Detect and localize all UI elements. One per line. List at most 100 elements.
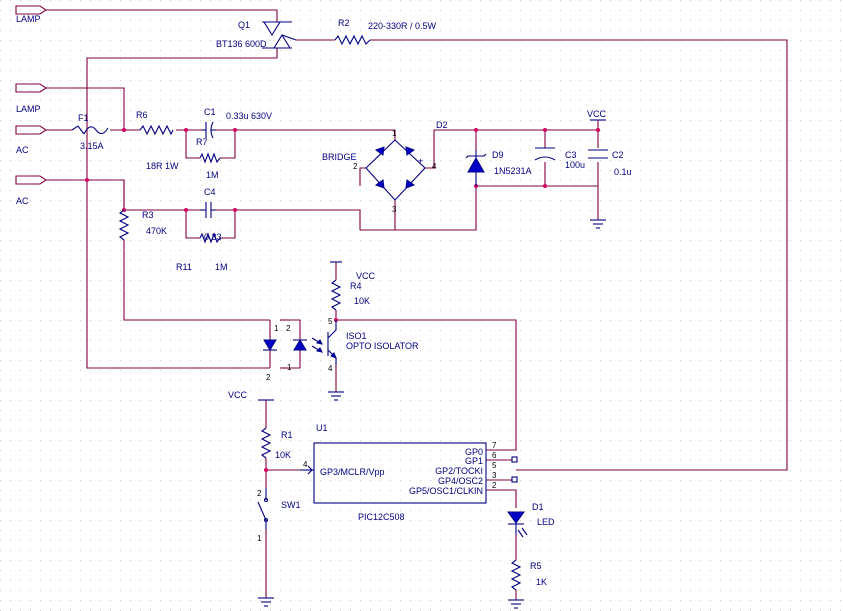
svg-text:C2: C2 xyxy=(612,150,624,160)
svg-text:1M: 1M xyxy=(206,170,219,180)
svg-text:LAMP: LAMP xyxy=(16,14,41,24)
switch-sw1: SW1 2 1 xyxy=(257,488,301,543)
bridge-rectifier: BRIDGE 1 2 3 4 + xyxy=(322,129,437,214)
svg-text:7: 7 xyxy=(492,441,497,450)
svg-text:10K: 10K xyxy=(354,296,370,306)
resistor-r3: R3 470K xyxy=(118,209,167,241)
svg-text:10K: 10K xyxy=(275,450,291,460)
svg-text:GP1: GP1 xyxy=(465,456,483,466)
svg-text:3: 3 xyxy=(392,205,397,214)
microcontroller-u1: U1 PIC12C508 GP3/MCLR/Vpp 4 GP0 GP1 GP2/… xyxy=(300,423,518,522)
svg-text:1: 1 xyxy=(257,534,262,543)
ground-iso xyxy=(328,391,344,401)
svg-text:C1: C1 xyxy=(204,107,216,117)
svg-text:OPTO ISOLATOR: OPTO ISOLATOR xyxy=(346,341,419,351)
svg-text:3.15A: 3.15A xyxy=(80,141,104,151)
svg-text:R6: R6 xyxy=(136,110,148,120)
svg-text:VCC: VCC xyxy=(356,271,376,281)
led-d1: D1 LED xyxy=(507,502,555,538)
svg-text:SW1: SW1 xyxy=(281,500,301,510)
svg-text:GP4/OSC2: GP4/OSC2 xyxy=(438,476,483,486)
svg-text:C3: C3 xyxy=(565,150,577,160)
ground-led xyxy=(508,599,524,609)
svg-text:5: 5 xyxy=(492,461,497,470)
capacitor-c3: C3 100u xyxy=(534,147,585,170)
svg-text:100u: 100u xyxy=(565,160,585,170)
svg-text:4: 4 xyxy=(303,460,308,469)
resistor-r5: R5 1K xyxy=(510,559,547,591)
d2-label: D2 xyxy=(436,120,448,130)
capacitor-c1: C1 0.33u 630V xyxy=(202,107,272,139)
resistor-r1: R1 10K xyxy=(260,427,293,460)
svg-text:GP2/TOCKI: GP2/TOCKI xyxy=(435,466,483,476)
svg-text:R2: R2 xyxy=(338,18,350,28)
svg-text:5: 5 xyxy=(328,317,333,326)
svg-text:2: 2 xyxy=(257,489,262,498)
capacitor-c2: C2 0.1u xyxy=(588,149,632,177)
svg-text:VCC: VCC xyxy=(587,109,607,119)
svg-text:AC: AC xyxy=(16,196,29,206)
resistor-r7: R7 1M xyxy=(196,137,221,180)
svg-text:R4: R4 xyxy=(350,281,362,291)
svg-text:1K: 1K xyxy=(536,577,547,587)
resistor-r11: R11 1M xyxy=(176,232,228,272)
svg-text:470K: 470K xyxy=(146,226,167,236)
fuse-f1: F1 3.15A xyxy=(71,113,109,151)
svg-text:2: 2 xyxy=(286,324,291,333)
svg-text:C4: C4 xyxy=(204,187,216,197)
svg-text:0.1u: 0.1u xyxy=(614,167,632,177)
svg-text:1N5231A: 1N5231A xyxy=(494,166,532,176)
svg-text:1: 1 xyxy=(287,363,292,372)
svg-text:+: + xyxy=(418,156,423,166)
svg-text:1: 1 xyxy=(392,129,397,138)
svg-text:6: 6 xyxy=(492,451,497,460)
svg-text:U1: U1 xyxy=(316,423,328,433)
svg-text:R1: R1 xyxy=(281,430,293,440)
svg-text:GP0: GP0 xyxy=(465,447,483,457)
resistor-r2: R2 220-330R / 0.5W xyxy=(334,18,437,46)
connector-ac2: AC xyxy=(15,175,47,206)
svg-text:1M: 1M xyxy=(215,262,228,272)
svg-text:PIC12C508: PIC12C508 xyxy=(358,512,405,522)
svg-text:220-330R / 0.5W: 220-330R / 0.5W xyxy=(368,21,437,31)
vcc-top: VCC xyxy=(587,109,607,121)
svg-text:Q1: Q1 xyxy=(238,20,250,30)
resistor-r4: VCC R4 10K xyxy=(330,261,376,311)
svg-text:R5: R5 xyxy=(530,561,542,571)
triac-q1: Q1 BT136 600D xyxy=(216,20,297,49)
svg-text:F1: F1 xyxy=(78,113,89,123)
svg-text:GP3/MCLR/Vpp: GP3/MCLR/Vpp xyxy=(320,467,385,477)
svg-text:D1: D1 xyxy=(532,502,544,512)
resistor-r6: R6 18R 1W xyxy=(136,110,179,171)
svg-text:R7: R7 xyxy=(196,137,208,147)
zener-d9: D9 1N5231A xyxy=(465,150,532,186)
svg-text:4: 4 xyxy=(328,364,333,373)
vcc-r1: VCC xyxy=(228,390,274,401)
connector-ac1: AC xyxy=(15,125,47,155)
ground-top xyxy=(590,219,606,229)
svg-text:BRIDGE: BRIDGE xyxy=(322,152,357,162)
ground-sw xyxy=(258,597,274,607)
svg-text:D9: D9 xyxy=(492,150,504,160)
svg-text:GP5/OSC1/CLKIN: GP5/OSC1/CLKIN xyxy=(409,486,483,496)
svg-text:AC: AC xyxy=(16,145,29,155)
svg-text:2: 2 xyxy=(353,162,358,171)
svg-text:R11: R11 xyxy=(176,262,192,272)
svg-text:2: 2 xyxy=(266,373,271,382)
svg-text:3: 3 xyxy=(492,471,497,480)
svg-text:1: 1 xyxy=(274,324,279,333)
svg-text:2: 2 xyxy=(492,481,497,490)
svg-text:LAMP: LAMP xyxy=(16,104,41,114)
svg-text:18R 1W: 18R 1W xyxy=(146,161,179,171)
svg-text:0.33u 630V: 0.33u 630V xyxy=(226,111,272,121)
svg-text:ISO1: ISO1 xyxy=(346,331,367,341)
svg-text:VCC: VCC xyxy=(228,390,248,400)
connector-lamp1: LAMP xyxy=(15,5,47,24)
svg-text:R3: R3 xyxy=(142,210,154,220)
connector-lamp2: LAMP xyxy=(15,83,47,114)
opto-isolator-iso1: ISO1 OPTO ISOLATOR 2 1 5 4 1 2 xyxy=(263,317,419,382)
svg-text:LED: LED xyxy=(537,517,555,527)
svg-text:4: 4 xyxy=(432,162,437,171)
